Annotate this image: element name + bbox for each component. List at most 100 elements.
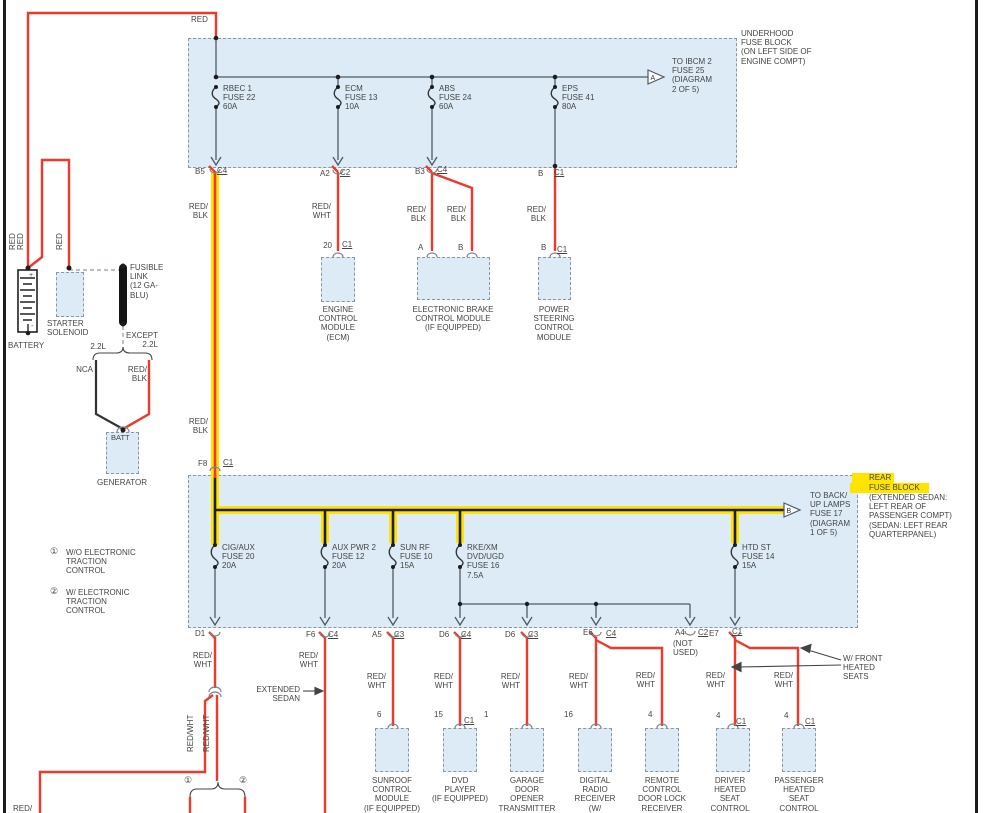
note1-text: W/O ELECTRONIC TRACTION CONTROL (66, 548, 136, 576)
passenger-heated-seat-label: PASSENGER HEATED SEAT CONTROL (774, 776, 824, 813)
fuse-rke-xm-label: RKE/XM DVD/UGD FUSE 16 7.5A (467, 543, 504, 580)
ecm-label: ENGINE CONTROL MODULE (ECM) (318, 305, 358, 342)
exit-conn-c4: C4 (217, 166, 228, 175)
exit-conn-a4-c2: C2 (698, 628, 709, 637)
rear-title-highlight-2: FUSE BLOCK (850, 482, 929, 493)
dvd-pin: 15 (434, 710, 443, 719)
pscm-label: POWER STEERING CONTROL MODULE (533, 305, 575, 342)
to-ibcm-ref-label: TO IBCM 2 FUSE 25 (DIAGRAM 2 OF 5) (672, 57, 712, 94)
sunroof-module-label: SUNROOF CONTROL MODULE (IF EQUIPPED) (363, 776, 421, 813)
engine-variant-brace (92, 346, 153, 361)
fuse-sun-rf-label: SUN RF FUSE 10 15A (400, 543, 433, 571)
except-22l-label: EXCEPT 2.2L (126, 331, 159, 350)
rear-title-highlight-1: REAR (852, 473, 895, 483)
exit-conn-e6-c4: C4 (606, 629, 617, 638)
fuse-abs-label: ABS FUSE 24 60A (439, 84, 472, 112)
f8-conn: C1 (223, 458, 234, 467)
exit-pin-f6: F6 (306, 630, 316, 639)
brace-note2-symbol: ② (239, 775, 248, 785)
fuse-symbols (210, 86, 739, 568)
fuse-rbec1-label: RBEC 1 FUSE 22 60A (223, 84, 256, 112)
wire-label-red-blk-gen: RED/ BLK (127, 365, 147, 384)
wire-label-red-top: RED (191, 15, 208, 24)
note2-symbol: ② (50, 586, 59, 596)
battery-label: BATTERY (8, 341, 45, 350)
wire-label-nca: NCA (76, 365, 93, 374)
battery-plus: + (29, 272, 34, 279)
wire-label-red-wht-d6b: RED/ WHT (500, 672, 520, 691)
exit-conn-c1: C1 (554, 168, 565, 177)
arrow-b-ref: B (787, 508, 792, 515)
starter-solenoid-label: STARTER SOLENOID (47, 319, 89, 338)
traction-variant-brace (189, 781, 246, 798)
wire-label-red-vert-2: RED (16, 233, 25, 250)
dvd-conn: C1 (464, 716, 475, 725)
wire-label-red-wht-vert-1: RED/WHT (186, 714, 195, 752)
driver-seat-pin: 4 (716, 711, 721, 720)
rear-block-title: REAR FUSE BLOCK (EXTENDED SEDAN: LEFT RE… (850, 473, 952, 539)
exit-conn-d6a-c4: C4 (461, 630, 472, 639)
brace-note1-symbol: ① (184, 775, 193, 785)
remote-pin: 4 (648, 710, 653, 719)
starter-solenoid-box (56, 272, 84, 317)
fuse-htd-st-label: HTD ST FUSE 14 15A (742, 543, 775, 571)
dashed-links (69, 269, 124, 348)
remote-door-lock-box (645, 728, 679, 772)
passenger-seat-conn: C1 (805, 717, 816, 726)
sunroof-module-box (375, 728, 409, 772)
wire-label-red-blk-main-top: RED/ BLK (188, 202, 208, 221)
note1-symbol: ① (50, 546, 59, 556)
annotation-arrows (303, 643, 842, 696)
generator-label: GENERATOR (97, 478, 147, 487)
wire-label-red-wht-d1: RED/ WHT (192, 651, 212, 670)
wire-label-red-blk-ebcm-a: RED/ BLK (406, 205, 426, 224)
wire-label-red-wht-d6a: RED/ WHT (433, 672, 453, 691)
fusible-link-label: FUSIBLE LINK (12 GA- BLU) (130, 263, 164, 300)
fuse-cig-aux-label: CIG/AUX FUSE 20 20A (222, 543, 255, 571)
wire-label-red-wht-ecm: RED/ WHT (311, 202, 331, 221)
exit-pin-b5: B5 (195, 167, 205, 176)
highlighted-power-trace (211, 172, 785, 545)
ebcm-label: ELECTRONIC BRAKE CONTROL MODULE (IF EQUI… (412, 305, 494, 333)
exit-conn-c2: C2 (340, 168, 351, 177)
exit-conn-e7-c1: C1 (732, 627, 743, 636)
junction-dots (25, 35, 737, 607)
garage-pin: 1 (484, 710, 489, 719)
wire-label-red-wht-e7b: RED/ WHT (773, 671, 793, 690)
generator-batt-pin: BATT (111, 433, 130, 442)
wire-label-red-wht-e6b: RED/ WHT (635, 671, 655, 690)
wire-label-red-wht-e6a: RED/ WHT (568, 672, 588, 691)
exit-pin-e7: E7 (709, 629, 719, 638)
wire-label-red-cut: RED/ (13, 804, 33, 813)
wire-label-red-blk-ebcm-b: RED/ BLK (446, 205, 466, 224)
ebcm-box (417, 257, 490, 300)
wire-label-red-vert-3: RED (55, 233, 64, 250)
exit-pin-d1: D1 (195, 629, 206, 638)
exit-pin-a4: A4 (675, 628, 685, 637)
dvd-player-box (443, 728, 477, 772)
f8-pin: F8 (198, 459, 208, 468)
rear-bus-core-wire (213, 477, 785, 545)
wire-label-red-blk-pscm: RED/ BLK (526, 205, 546, 224)
exit-conn-d6b-c3: C3 (528, 630, 539, 639)
red-wires (26, 11, 800, 813)
fuse-eps-label: EPS FUSE 41 80A (562, 84, 595, 112)
digital-radio-box (578, 728, 612, 772)
fuse-ecm-label: ECM FUSE 13 10A (345, 84, 378, 112)
ecm-pin: 20 (323, 241, 332, 250)
exit-pin-a5: A5 (372, 630, 382, 639)
exit-conn-a5-c3: C3 (394, 630, 405, 639)
left-frame-border (3, 0, 6, 813)
driver-seat-conn: C1 (736, 717, 747, 726)
pscm-conn: C1 (557, 245, 568, 254)
note2-text: W/ ELECTRONIC TRACTION CONTROL (66, 588, 130, 616)
nca-wire (94, 360, 124, 430)
offpage-arrows: A B (647, 69, 802, 518)
generator-box (106, 432, 139, 474)
remote-door-lock-label: REMOTE CONTROL DOOR LOCK RECEIVER (637, 776, 687, 813)
exit-pin-b: B (538, 169, 544, 178)
connector-arcs (116, 168, 805, 729)
engine-22l-label: 2.2L (90, 342, 106, 351)
exit-conn-f6-c4: C4 (328, 630, 339, 639)
